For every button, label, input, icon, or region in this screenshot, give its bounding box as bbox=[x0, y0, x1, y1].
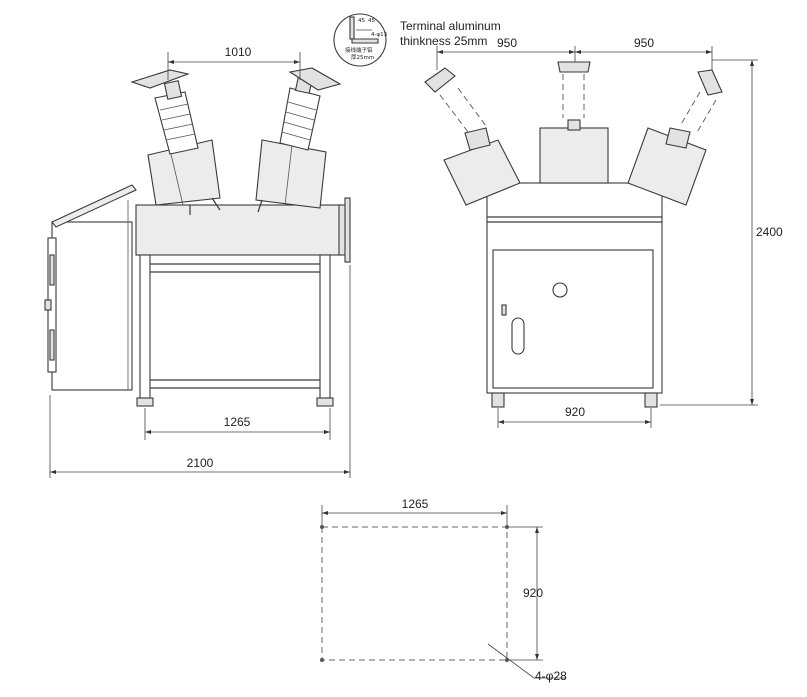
front-right-terminal bbox=[697, 69, 723, 96]
side-tank-end-cap bbox=[344, 197, 351, 263]
side-foot-right bbox=[316, 397, 334, 407]
side-terminal-plate-left bbox=[130, 69, 190, 89]
side-tank-body bbox=[135, 204, 342, 256]
side-leg-left bbox=[139, 254, 151, 399]
front-left-insulator-2 bbox=[457, 87, 487, 127]
side-insulator-right-sheds bbox=[281, 101, 317, 141]
dim-front-base: 920 bbox=[565, 405, 585, 419]
dim-plan-width: 1265 bbox=[402, 497, 429, 511]
front-door-handle bbox=[511, 317, 525, 355]
dim-front-left: 950 bbox=[497, 36, 517, 50]
front-ct-left-flange bbox=[464, 127, 491, 151]
side-bushing-left bbox=[130, 69, 221, 215]
side-foot-left bbox=[136, 397, 154, 407]
plan-hole-tl bbox=[320, 525, 324, 529]
plan-view: 1265 920 4-φ28 bbox=[320, 497, 567, 683]
side-view bbox=[44, 67, 351, 407]
dim-side-total: 2100 bbox=[187, 456, 214, 470]
front-view bbox=[424, 61, 723, 408]
plan-outline bbox=[321, 526, 508, 661]
side-hinge-top bbox=[49, 254, 55, 286]
terminal-detail-stem bbox=[349, 16, 355, 40]
front-foot-left bbox=[491, 392, 505, 408]
dim-plan-holes: 4-φ28 bbox=[535, 669, 567, 683]
front-right-insulator-1 bbox=[679, 91, 701, 127]
plan-hole-bl bbox=[320, 658, 324, 662]
side-hinge-bottom bbox=[49, 329, 55, 361]
side-bushing-left-pin-2 bbox=[211, 197, 221, 211]
side-handle bbox=[44, 299, 52, 311]
terminal-note-line2: thinkness 25mm bbox=[400, 34, 487, 48]
side-terminal-plate-right bbox=[288, 67, 342, 91]
front-center-tank bbox=[539, 127, 609, 184]
dim-side-base: 1265 bbox=[224, 415, 251, 429]
side-insulator-right bbox=[279, 87, 321, 151]
side-bushing-right-pin bbox=[257, 199, 263, 213]
dim-front-right: 950 bbox=[634, 36, 654, 50]
terminal-detail-label-1: 45 bbox=[358, 18, 365, 24]
side-control-cabinet bbox=[51, 221, 133, 391]
terminal-note-line1: Terminal aluminum bbox=[400, 19, 501, 33]
side-dimensions: 1010 1265 2100 bbox=[49, 45, 351, 478]
side-terminal-stem-left bbox=[163, 80, 183, 100]
front-ct-right-flange bbox=[665, 127, 691, 149]
side-insulator-left-sheds bbox=[159, 103, 196, 141]
side-insulator-left bbox=[154, 91, 199, 155]
terminal-detail-label-2: 45 bbox=[368, 18, 375, 24]
terminal-detail-label-3: 4-φ13 bbox=[371, 32, 388, 38]
front-foot-right bbox=[644, 392, 658, 408]
side-bushing-right bbox=[255, 67, 342, 213]
terminal-detail-caption-2: 厚25mm bbox=[351, 54, 374, 61]
front-left-insulator-1 bbox=[439, 94, 469, 133]
dim-plan-depth: 920 bbox=[523, 586, 543, 600]
terminal-detail: 45 45 4-φ13 接线端子铝 厚25mm bbox=[333, 13, 388, 67]
dim-side-top: 1010 bbox=[225, 45, 252, 59]
plan-hole-leader bbox=[487, 643, 535, 679]
side-cabinet-roof bbox=[51, 184, 137, 228]
front-door-lock bbox=[501, 304, 507, 316]
dim-arrows-950 bbox=[437, 50, 712, 54]
front-center-terminal bbox=[557, 61, 591, 73]
front-left-terminal bbox=[424, 67, 456, 93]
terminal-detail-caption-1: 接线端子铝 bbox=[345, 46, 373, 54]
side-ct-left-seam bbox=[169, 149, 184, 206]
front-dimensions: 950 950 2400 920 bbox=[436, 36, 783, 428]
dim-front-height: 2400 bbox=[756, 225, 783, 239]
side-ct-right-seam bbox=[284, 144, 293, 206]
terminal-detail-plate bbox=[351, 38, 379, 44]
front-center-stem bbox=[567, 119, 581, 131]
front-viewing-window bbox=[552, 282, 568, 298]
side-leg-right bbox=[319, 254, 331, 399]
plan-hole-tr bbox=[505, 525, 509, 529]
front-right-insulator-2 bbox=[695, 99, 717, 135]
